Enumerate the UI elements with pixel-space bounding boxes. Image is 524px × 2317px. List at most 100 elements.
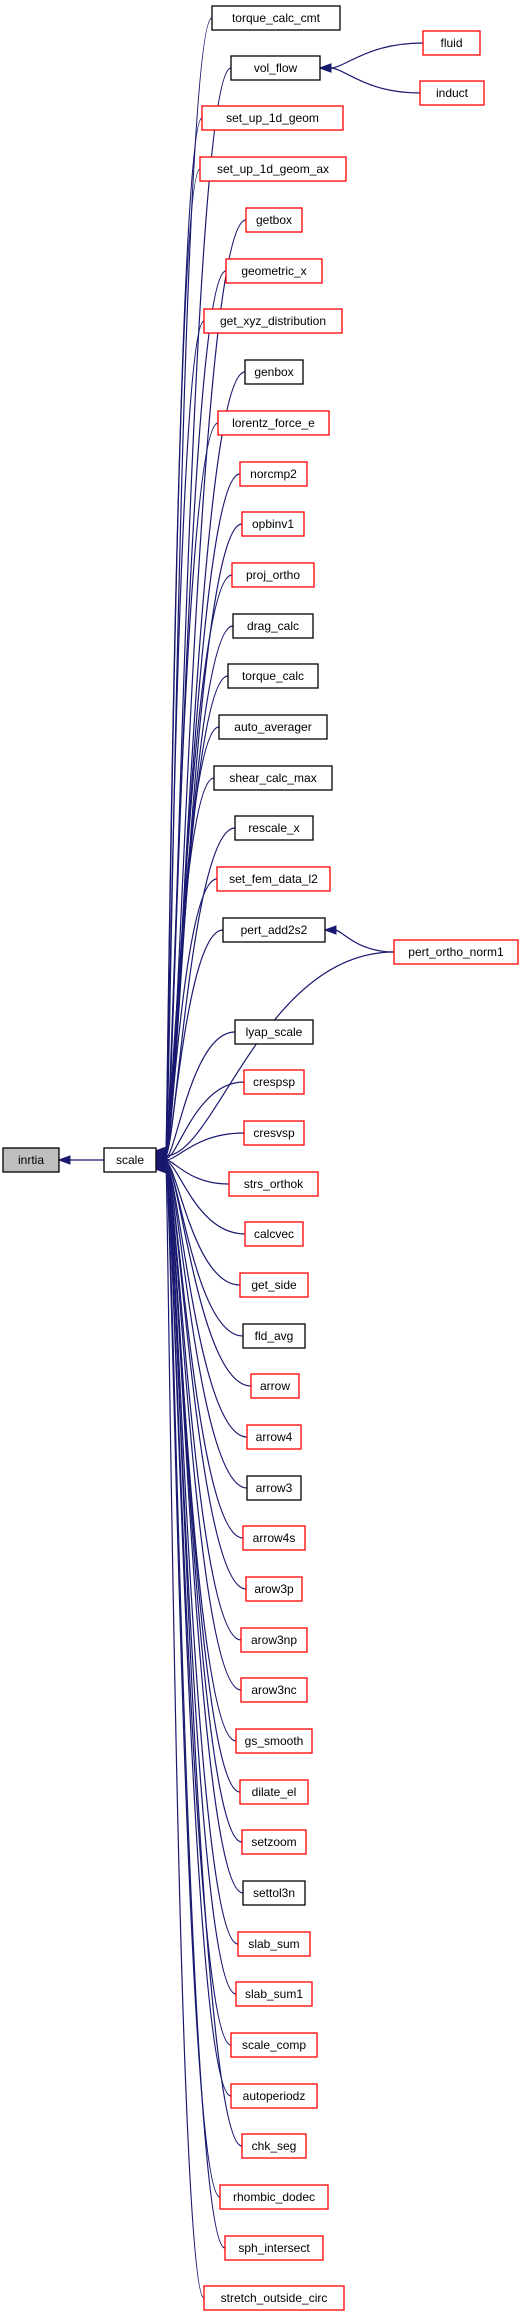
node-strs-orthok-box <box>228 1171 319 1197</box>
node-set-up-1d-geom-ax[interactable]: set_up_1d_geom_ax <box>199 156 347 182</box>
node-get-side[interactable]: get_side <box>239 1272 309 1298</box>
node-torque-calc-cmt-label: torque_calc_cmt <box>232 11 321 25</box>
node-calcvec[interactable]: calcvec <box>244 1221 304 1247</box>
node-torque-calc-cmt[interactable]: torque_calc_cmt <box>211 5 341 31</box>
node-gs-smooth[interactable]: gs_smooth <box>235 1728 313 1754</box>
node-arow3p-box <box>245 1576 303 1602</box>
node-slab-sum1[interactable]: slab_sum1 <box>235 1981 313 2007</box>
node-lyap-scale[interactable]: lyap_scale <box>234 1019 314 1045</box>
node-fluid-label: fluid <box>440 36 462 50</box>
edge-stretch-outside-circ-to-scale-line <box>165 1168 205 2299</box>
node-sph-intersect-label: sph_intersect <box>238 2241 310 2255</box>
edge-torque-calc-cmt-to-scale <box>154 17 213 1156</box>
node-get-side-label: get_side <box>251 1278 297 1292</box>
node-setzoom[interactable]: setzoom <box>241 1829 307 1855</box>
node-set-fem-data-l2[interactable]: set_fem_data_l2 <box>216 866 331 892</box>
node-arrow4s[interactable]: arrow4s <box>242 1525 306 1551</box>
node-get-xyz-distribution[interactable]: get_xyz_distribution <box>203 308 343 334</box>
node-getbox-box <box>245 207 303 233</box>
node-calcvec-box <box>244 1221 304 1247</box>
node-dilate-el-label: dilate_el <box>252 1785 297 1799</box>
node-settol3n[interactable]: settol3n <box>242 1880 306 1906</box>
node-set-up-1d-geom-box <box>201 105 344 131</box>
node-chk-seg[interactable]: chk_seg <box>241 2133 307 2159</box>
node-auto-averager-box <box>218 714 328 740</box>
node-torque-calc-box <box>227 663 319 689</box>
edge-autoperiodz-to-scale-line <box>165 1168 232 2097</box>
node-torque-calc[interactable]: torque_calc <box>227 663 319 689</box>
node-rescale-x-box <box>234 815 314 841</box>
node-arrow3-label: arrow3 <box>256 1481 293 1495</box>
node-vol-flow-label: vol_flow <box>254 61 298 75</box>
edge-pert-ortho-norm1-to-pert-add2s2-arrowhead <box>323 925 337 935</box>
node-vol-flow-box <box>230 55 321 81</box>
node-pert-ortho-norm1[interactable]: pert_ortho_norm1 <box>393 939 519 965</box>
edge-arrow3-to-scale-line <box>165 1165 248 1489</box>
node-crespsp[interactable]: crespsp <box>243 1069 305 1095</box>
node-lyap-scale-label: lyap_scale <box>246 1025 303 1039</box>
node-scale-comp[interactable]: scale_comp <box>230 2032 318 2058</box>
node-auto-averager[interactable]: auto_averager <box>218 714 328 740</box>
node-lorentz-force-e[interactable]: lorentz_force_e <box>217 410 330 436</box>
node-inrtia[interactable]: inrtia <box>2 1147 60 1173</box>
node-scale[interactable]: scale <box>103 1147 157 1173</box>
node-get-xyz-distribution-box <box>203 308 343 334</box>
node-drag-calc-label: drag_calc <box>247 619 299 633</box>
node-arow3np[interactable]: arow3np <box>240 1627 308 1653</box>
node-norcmp2-box <box>239 461 308 487</box>
node-torque-calc-label: torque_calc <box>242 669 304 683</box>
node-rhombic-dodec-label: rhombic_dodec <box>233 2190 315 2204</box>
node-fld-avg-box <box>242 1323 306 1349</box>
node-rescale-x[interactable]: rescale_x <box>234 815 314 841</box>
node-sph-intersect[interactable]: sph_intersect <box>224 2235 324 2261</box>
node-rhombic-dodec[interactable]: rhombic_dodec <box>219 2184 329 2210</box>
node-settol3n-label: settol3n <box>253 1886 295 1900</box>
node-cresvsp[interactable]: cresvsp <box>243 1120 305 1146</box>
node-pert-ortho-norm1-label: pert_ortho_norm1 <box>408 945 504 959</box>
node-scale-comp-label: scale_comp <box>242 2038 306 2052</box>
node-arrow4[interactable]: arrow4 <box>246 1424 302 1450</box>
edge-set-fem-data-l2-to-scale <box>154 878 218 1160</box>
node-scale-comp-box <box>230 2032 318 2058</box>
node-shear-calc-max[interactable]: shear_calc_max <box>213 765 333 791</box>
node-fld-avg[interactable]: fld_avg <box>242 1323 306 1349</box>
node-opbinv1-label: opbinv1 <box>252 517 294 531</box>
node-genbox[interactable]: genbox <box>244 359 304 385</box>
node-opbinv1[interactable]: opbinv1 <box>241 511 305 537</box>
node-arrow[interactable]: arrow <box>250 1373 300 1399</box>
node-fluid[interactable]: fluid <box>422 30 481 56</box>
edge-fluid-to-vol-flow <box>318 42 424 73</box>
node-stretch-outside-circ[interactable]: stretch_outside_circ <box>203 2285 345 2311</box>
node-cresvsp-box <box>243 1120 305 1146</box>
node-arow3p[interactable]: arow3p <box>245 1576 303 1602</box>
node-induct[interactable]: induct <box>419 80 485 106</box>
node-proj-ortho[interactable]: proj_ortho <box>231 562 315 588</box>
node-getbox[interactable]: getbox <box>245 207 303 233</box>
node-pert-add2s2[interactable]: pert_add2s2 <box>222 917 326 943</box>
edge-fluid-to-vol-flow-line <box>329 42 424 69</box>
node-arow3nc[interactable]: arow3nc <box>240 1677 308 1703</box>
node-autoperiodz-label: autoperiodz <box>243 2089 306 2103</box>
edge-sph-intersect-to-scale <box>154 1164 226 2249</box>
node-rhombic-dodec-box <box>219 2184 329 2210</box>
node-vol-flow[interactable]: vol_flow <box>230 55 321 81</box>
node-set-up-1d-geom-label: set_up_1d_geom <box>226 111 319 125</box>
node-auto-averager-label: auto_averager <box>234 720 311 734</box>
node-arrow4s-box <box>242 1525 306 1551</box>
node-opbinv1-box <box>241 511 305 537</box>
node-strs-orthok[interactable]: strs_orthok <box>228 1171 319 1197</box>
edge-pert-ortho-norm1-to-scale-line <box>165 951 395 1157</box>
node-autoperiodz[interactable]: autoperiodz <box>230 2083 318 2109</box>
node-arrow3[interactable]: arrow3 <box>246 1475 302 1501</box>
node-set-up-1d-geom[interactable]: set_up_1d_geom <box>201 105 344 131</box>
edge-lorentz-force-e-to-scale-line <box>165 422 219 1152</box>
node-dilate-el[interactable]: dilate_el <box>239 1779 309 1805</box>
node-norcmp2[interactable]: norcmp2 <box>239 461 308 487</box>
node-slab-sum[interactable]: slab_sum <box>237 1931 311 1957</box>
node-slab-sum-box <box>237 1931 311 1957</box>
edge-set-up-1d-geom-ax-to-scale-line <box>165 168 201 1152</box>
node-drag-calc[interactable]: drag_calc <box>232 613 314 639</box>
node-geometric-x[interactable]: geometric_x <box>225 258 323 284</box>
edge-arrow-to-scale-line <box>165 1163 252 1387</box>
node-fld-avg-label: fld_avg <box>255 1329 294 1343</box>
